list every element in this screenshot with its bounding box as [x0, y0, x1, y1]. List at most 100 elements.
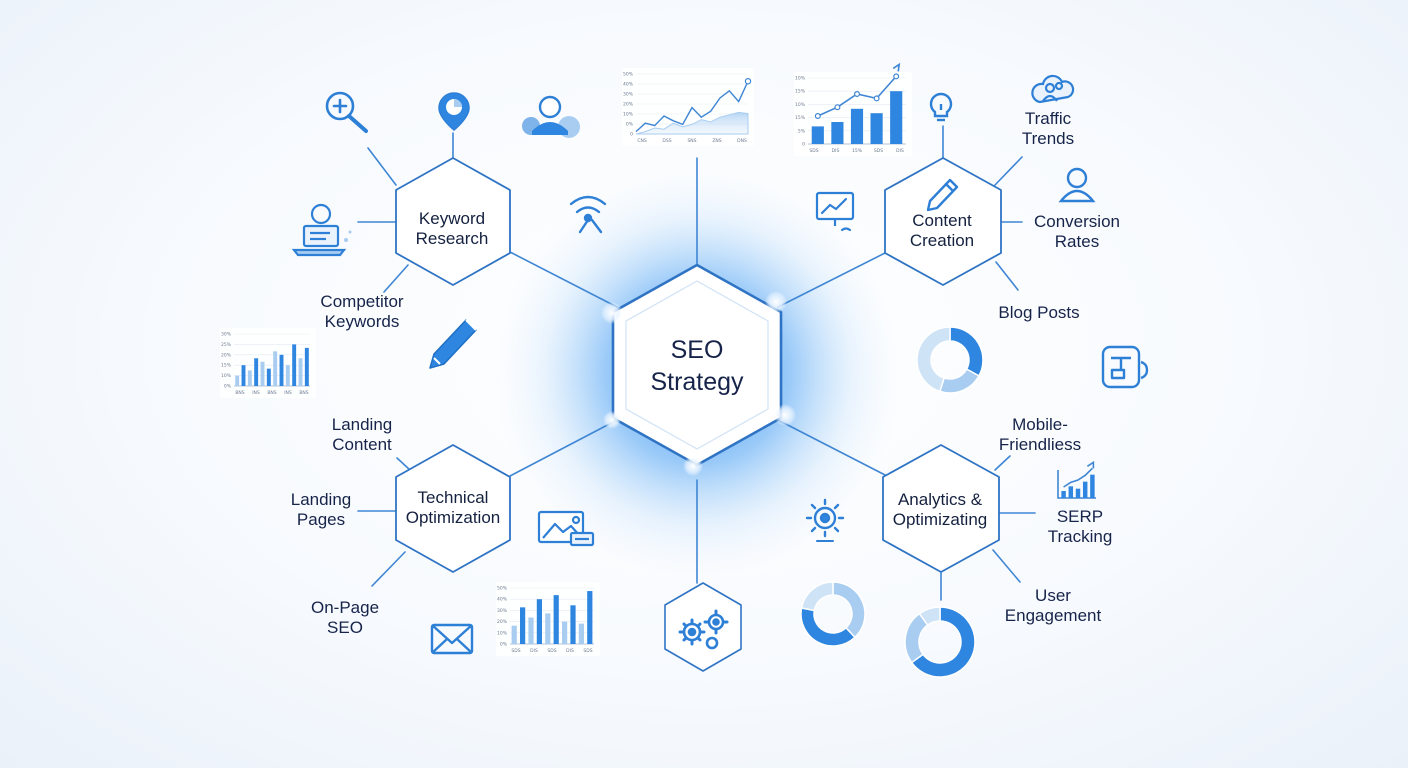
area-chart-x-tick: DNS [737, 138, 747, 144]
left-bar-chart-bar [241, 365, 246, 386]
lightbulb-icon [929, 92, 953, 122]
top-bar-chart-bar [870, 113, 883, 144]
bottom-bar-chart-bar [511, 625, 517, 644]
top-bar-chart-x-tick: DIS [832, 148, 840, 154]
left-bar-chart-bar [254, 358, 259, 386]
top-bar-chart-y-tick: 10% [795, 76, 806, 82]
mini-trend-chart-trend [1063, 467, 1093, 488]
bottom-bar-chart-x-tick: SDS [547, 648, 556, 654]
area-chart-x-tick: SNS [687, 138, 696, 144]
label-landing-content: Landing Content [331, 415, 393, 454]
mini-trend-chart-bar [1082, 481, 1088, 498]
flowchart-icon [1101, 345, 1149, 389]
label-user-engagement: User Engagement [1004, 586, 1102, 625]
top-bar-chart-bar [850, 108, 864, 144]
area-chart-y-tick: 0% [626, 122, 634, 128]
area-chart-y-tick: 40% [623, 82, 634, 88]
bottom-bar-chart-y-tick: 0% [500, 642, 508, 648]
top-bar-chart-y-tick: 15% [795, 89, 806, 95]
bottom-bar-chart-y-tick: 20% [497, 619, 508, 625]
label-serp-tracking: SERP Tracking [1047, 507, 1113, 546]
hub-hexagon-analytics[interactable] [882, 444, 1000, 573]
connector-content-blog [995, 261, 1019, 291]
left-bar-chart-x-tick: INS [284, 390, 292, 396]
left-bar-chart-bar [279, 354, 284, 386]
area-chart-y-tick: 30% [623, 92, 634, 98]
glow-dot [601, 302, 623, 324]
glow-dot [683, 456, 703, 476]
mini-trend-chart [1057, 460, 1096, 499]
location-pin-icon [438, 92, 470, 131]
area-chart-y-tick: 20% [623, 102, 634, 108]
left-bar-chart-y-tick: 25% [221, 342, 232, 348]
chart-donut1-slice [916, 326, 951, 393]
bottom-bar-chart-y-tick: 50% [497, 586, 508, 592]
left-bar-chart-bar [298, 358, 303, 386]
mini-trend-chart-arrow [1086, 460, 1095, 469]
left-bar-chart-y-tick: 0% [224, 384, 232, 390]
left-bar-chart-bar [292, 344, 297, 386]
person-icon [1058, 167, 1096, 203]
hub-hexagon-keyword[interactable] [395, 157, 511, 286]
top-bar-chart-x-tick: 15% [852, 148, 863, 154]
bottom-bar-chart-x-tick: SDS [583, 648, 592, 654]
connector-content-traffic [994, 156, 1023, 186]
left-bar-chart-bar [285, 365, 290, 386]
mini-trend-chart-bar [1090, 474, 1095, 498]
researcher-laptop-icon [291, 203, 352, 257]
bottom-bar-chart-bar [578, 623, 585, 644]
hub-label-technical: Technical Optimization [405, 488, 501, 527]
chart-donut2-slice [832, 581, 866, 639]
bottom-bar-chart-bar [519, 607, 526, 644]
left-bar-chart-bar [247, 370, 252, 386]
area-chart-y-tick: 0 [630, 132, 633, 138]
top-bar-chart-point [834, 104, 841, 111]
donut-chart-engagement [904, 606, 976, 678]
left-bar-chart-bar [260, 361, 265, 386]
hub-hexagon-technical[interactable] [395, 444, 511, 573]
gears-hexagon[interactable] [664, 582, 742, 672]
search-plus-icon [325, 91, 368, 133]
connector-keyword-magnifier [367, 147, 397, 186]
left-bar-chart-bar [235, 375, 240, 386]
left-bar-chart-bar [304, 347, 309, 386]
label-competitor-keywords: Competitor Keywords [320, 292, 404, 331]
area-chart-line [635, 80, 749, 133]
hub-hexagon-content[interactable] [884, 157, 1002, 286]
mini-trend-chart-bar [1061, 491, 1066, 498]
top-bar-chart-point [893, 73, 900, 80]
chart-donut3-slice [918, 606, 941, 627]
pen-icon [429, 319, 477, 369]
donut-chart-blog [916, 326, 984, 394]
bottom-bar-chart-y-tick: 30% [497, 608, 508, 614]
mini-trend-chart-bar [1068, 486, 1074, 498]
bottom-bar-chart-bar [545, 613, 551, 644]
monitor-chart-icon [815, 191, 855, 232]
connector-center-keyword [509, 251, 618, 308]
chart-donut3-slice [910, 606, 976, 678]
left-bar-chart-bar [266, 368, 271, 386]
top-bar-chart-x-tick: SDS [874, 148, 883, 154]
left-bar-chart-x-tick: BNS [299, 390, 308, 396]
top-bar-chart-x-tick: SDS [809, 148, 818, 154]
top-bar-chart-point [814, 112, 821, 119]
bottom-bar-chart-bar [553, 595, 559, 644]
gears-icon [678, 609, 729, 650]
label-blog-posts: Blog Posts [998, 303, 1080, 322]
top-bar-chart-point [853, 90, 860, 97]
label-traffic-trends: Traffic Trends [1021, 109, 1075, 148]
label-onpage-seo: On-Page SEO [310, 598, 380, 637]
chart-donut1-slice [938, 368, 980, 394]
mail-icon [430, 623, 474, 655]
connector-keyword-competitor [383, 264, 409, 293]
label-conversion-rates: Conversion Rates [1034, 212, 1120, 251]
bottom-bar-chart-bar [587, 591, 593, 644]
top-bar-chart-arrow [892, 62, 901, 72]
signal-icon [569, 195, 607, 234]
area-chart-y-tick: 10% [623, 112, 634, 118]
bottom-bar-chart-y-tick: 40% [497, 597, 508, 603]
